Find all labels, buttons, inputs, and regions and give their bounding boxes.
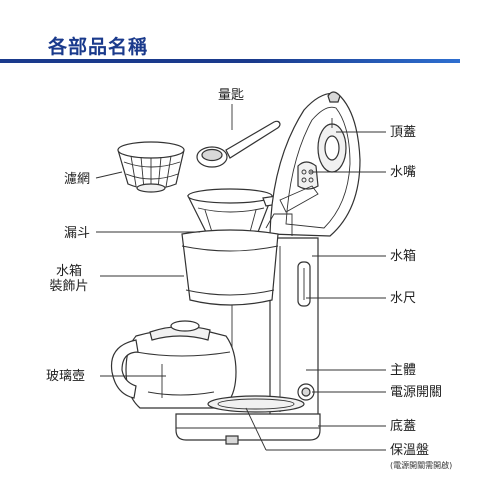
label-warming-plate-note: (電源開關需開啟) [390, 461, 453, 470]
label-main-body: 主體 [390, 363, 417, 378]
glass-carafe-part [110, 320, 237, 409]
label-tank-trim-line2: 裝飾片 [49, 279, 89, 294]
label-top-lid: 頂蓋 [390, 125, 417, 140]
label-water-tank: 水箱 [390, 249, 417, 264]
title-divider [0, 59, 460, 63]
label-funnel: 漏斗 [64, 226, 91, 241]
label-tank-trim-line1: 水箱 [55, 264, 82, 279]
leader-lines [95, 104, 386, 451]
label-warming-plate: 保溫盤 [390, 443, 430, 458]
warming-plate-part [207, 395, 305, 413]
label-power-switch: 電源開關 [390, 385, 443, 400]
filter-basket-part [117, 141, 185, 193]
spout-part [265, 161, 319, 236]
label-spout: 水嘴 [390, 165, 417, 180]
page-title: 各部品名稱 [48, 36, 149, 58]
main-body-part [231, 237, 319, 421]
label-tank-trim: 水箱 裝飾片 [44, 264, 94, 294]
label-water-gauge: 水尺 [390, 291, 417, 306]
funnel-part [187, 188, 279, 237]
base-cover-part [175, 413, 321, 445]
measuring-spoon-part [196, 120, 281, 168]
label-glass-carafe: 玻璃壺 [46, 369, 86, 384]
label-filter: 濾網 [64, 172, 91, 187]
water-tank-part [181, 229, 279, 306]
power-switch-part [297, 383, 315, 401]
label-measuring-spoon: 量匙 [218, 88, 245, 103]
label-base-cover: 底蓋 [390, 419, 417, 434]
